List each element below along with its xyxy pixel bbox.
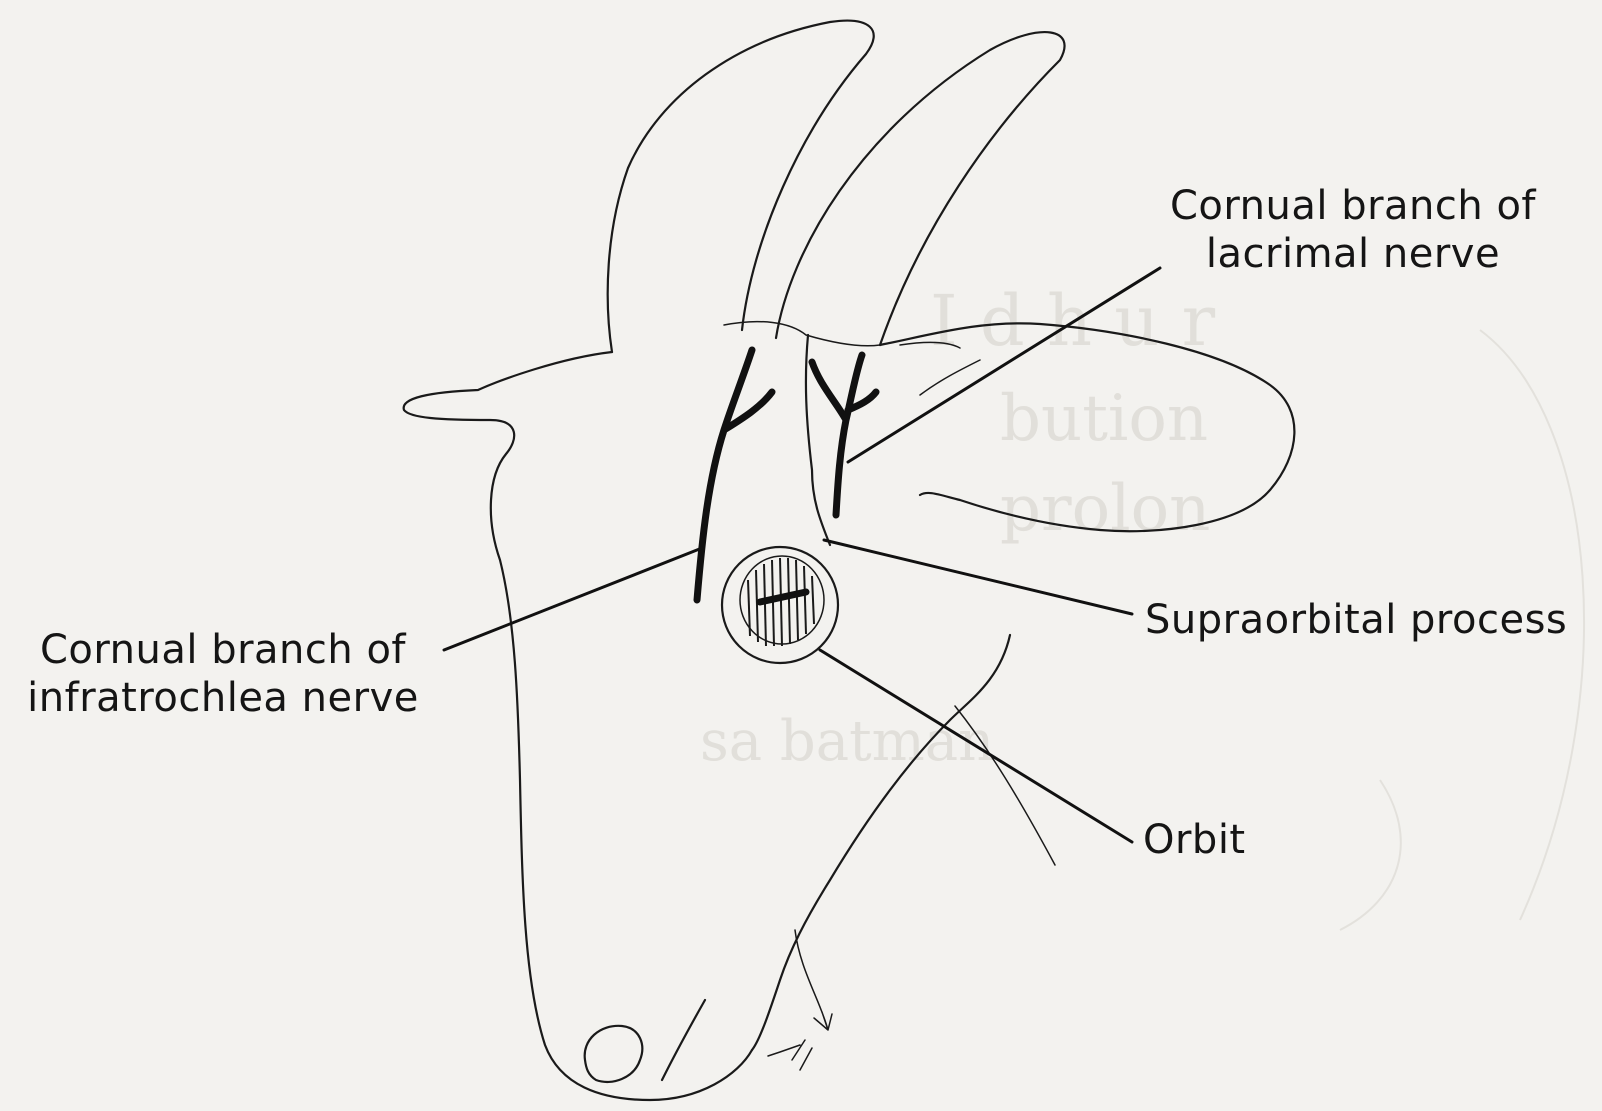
face-right-outline [752,635,1010,1050]
forehead-edge [806,335,830,545]
poll-line [724,322,880,346]
left-horn [608,21,874,352]
leader-infratrochlea [444,548,702,650]
label-line: infratrochlea nerve [8,674,438,722]
label-line: lacrimal nerve [1148,230,1558,278]
lacrimal-nerve [812,355,876,515]
label-line: Cornual branch of [8,626,438,674]
label-cornual-branch-infratrochlea: Cornual branch of infratrochlea nerve [8,626,438,722]
svg-text:prolon: prolon [1000,472,1210,546]
label-line: Orbit [1143,816,1246,864]
nostril [585,1026,643,1082]
orbit-structure [722,547,838,663]
label-cornual-branch-lacrimal: Cornual branch of lacrimal nerve [1148,182,1558,278]
label-orbit: Orbit [1143,816,1246,864]
svg-text:bution: bution [1000,382,1208,456]
label-line: Supraorbital process [1145,596,1567,644]
label-line: Cornual branch of [1148,182,1558,230]
ear-inner-line [920,360,980,395]
beard-tuft [768,930,832,1070]
leader-supraorbital [824,540,1132,614]
label-supraorbital-process: Supraorbital process [1145,596,1567,644]
mouth-line [662,1000,705,1080]
